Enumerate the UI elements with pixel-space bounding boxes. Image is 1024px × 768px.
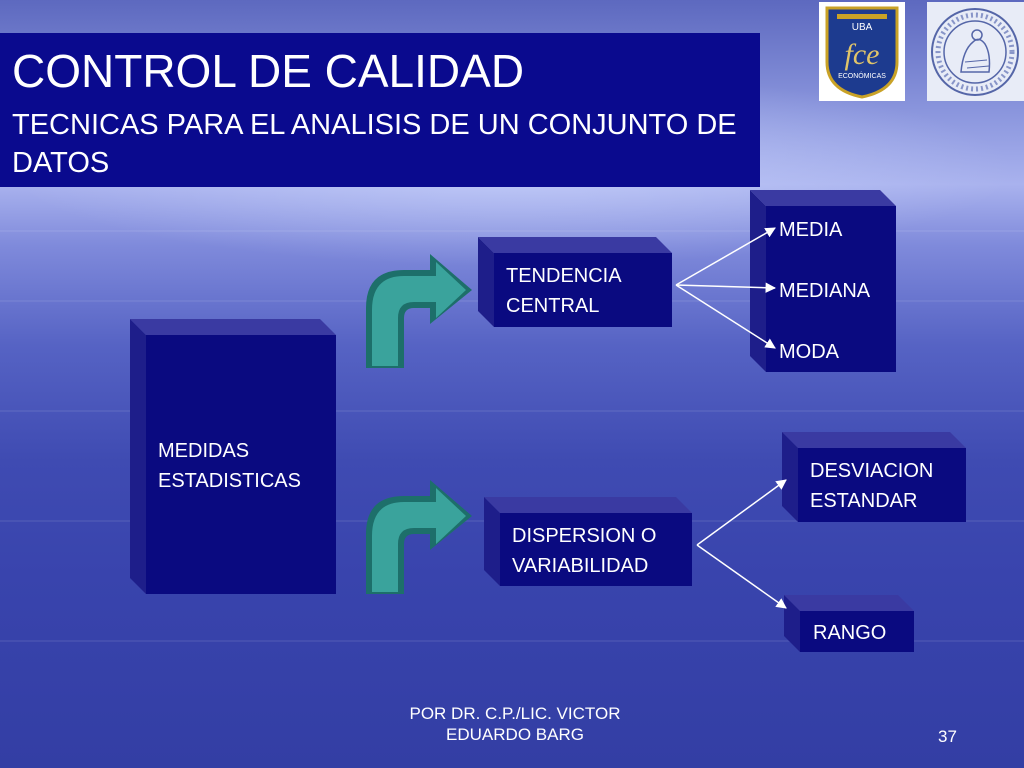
label-tendencia: TENDENCIA <box>506 265 622 287</box>
curved-arrow-icon <box>366 480 472 594</box>
slide-title: CONTROL DE CALIDAD <box>12 45 525 97</box>
label-variabilidad: VARIABILIDAD <box>512 555 649 577</box>
fce-logo-main-text: fce <box>845 38 880 71</box>
box-desviacion-estandar <box>782 432 966 522</box>
fce-logo: UBA fce ECONÓMICAS <box>819 2 905 101</box>
label-central: CENTRAL <box>506 295 600 317</box>
box-rango <box>784 595 914 652</box>
fce-logo-bottom-text: ECONÓMICAS <box>838 71 886 80</box>
title-panel <box>0 33 760 187</box>
label-moda: MODA <box>779 341 839 363</box>
label-mediana: MEDIANA <box>779 280 871 302</box>
footer-author-line1: POR DR. C.P./LIC. VICTOR <box>409 704 621 723</box>
label-medidas: MEDIDAS <box>158 440 250 462</box>
label-rango: RANGO <box>813 622 887 644</box>
label-desviacion: DESVIACION <box>810 460 934 482</box>
background-wave <box>0 230 1024 232</box>
footer-author-line2: EDUARDO BARG <box>446 725 584 744</box>
label-dispersion: DISPERSION O <box>512 525 657 547</box>
fce-logo-uba-text: UBA <box>852 22 873 33</box>
box-medidas-estadisticas <box>130 319 336 594</box>
label-media: MEDIA <box>779 219 843 241</box>
label-estadisticas: ESTADISTICAS <box>158 470 301 492</box>
connector-lines <box>675 227 787 609</box>
background-wave <box>0 410 1024 412</box>
slide-subtitle: TECNICAS PARA EL ANALISIS DE UN CONJUNTO… <box>12 109 737 179</box>
curved-arrow-icon <box>366 254 472 368</box>
page-number: 37 <box>938 727 957 746</box>
box-tendencia-items <box>750 190 896 372</box>
uba-seal-logo <box>927 2 1024 101</box>
box-dispersion-variabilidad <box>484 497 692 586</box>
box-tendencia-central <box>478 237 672 327</box>
background-wave <box>0 640 1024 642</box>
footer-author: POR DR. C.P./LIC. VICTOR EDUARDO BARG <box>360 703 670 745</box>
label-estandar: ESTANDAR <box>810 490 918 512</box>
